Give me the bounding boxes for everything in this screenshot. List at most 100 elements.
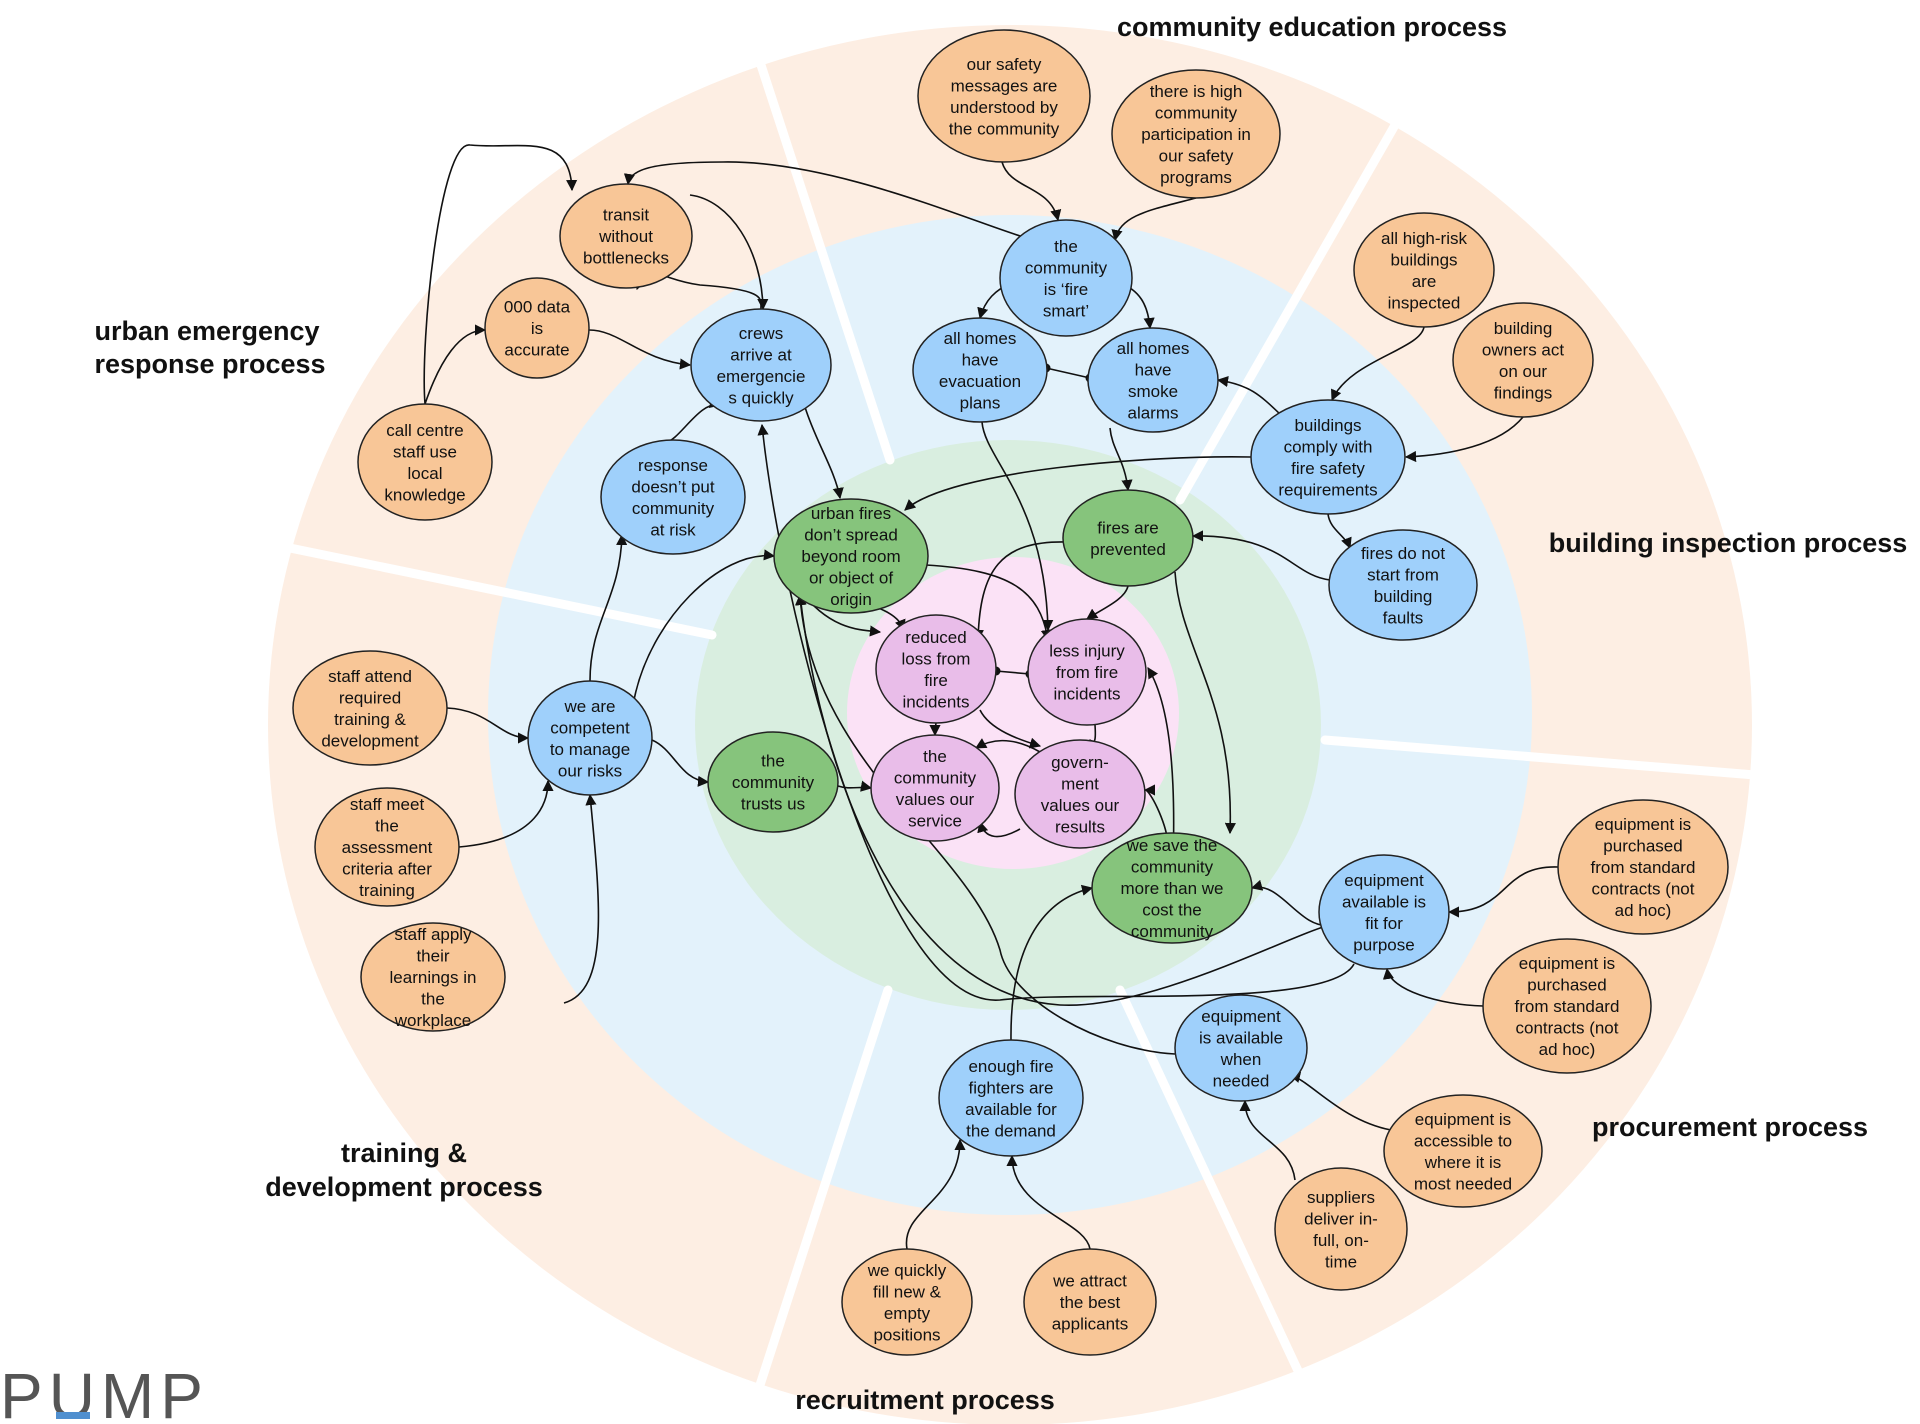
node-label-line: fill new & <box>873 1282 942 1301</box>
node-label-line: community <box>1025 258 1108 277</box>
node-label-line: requirements <box>1278 480 1377 499</box>
node-label-line: staff use <box>393 442 457 461</box>
node-label-line: community <box>1155 104 1238 123</box>
node-shape <box>1383 1094 1543 1208</box>
edge-arrow <box>1327 513 1352 550</box>
node-label-line: community <box>732 773 815 792</box>
node-shape <box>841 1248 973 1356</box>
node-label-line: bottlenecks <box>583 249 669 268</box>
process-label-community-education: community education process <box>1117 12 1507 42</box>
node-label-line: building <box>1374 587 1433 606</box>
node-label-line: training & <box>334 710 406 729</box>
node-label-line: s quickly <box>728 388 794 407</box>
node-label-line: criteria after <box>342 860 432 879</box>
node-label-line: ad hoc) <box>1615 901 1672 920</box>
node-label-line: purchased <box>1527 976 1606 995</box>
node-shape <box>1111 69 1281 199</box>
node-label-line: the community <box>949 119 1060 138</box>
node-shape <box>1353 212 1495 328</box>
node-label-line: service <box>908 811 962 830</box>
node-label-line: community <box>632 499 715 518</box>
node-shape <box>773 498 929 614</box>
node-label-line: our risks <box>558 761 622 780</box>
node-label-line: loss from <box>902 649 971 668</box>
node-label-line: the <box>421 990 445 1009</box>
node-label-line: evacuation <box>939 372 1021 391</box>
node-label-line: contracts (not <box>1592 880 1695 899</box>
process-labels: community education process urban emerge… <box>94 12 1907 1415</box>
process-label-training-line1: training & <box>341 1138 467 1168</box>
section-dividers <box>285 57 1760 1390</box>
node-label-line: comply with <box>1284 437 1373 456</box>
edge-arrow <box>588 329 692 370</box>
edge-arrow <box>1111 197 1197 242</box>
node-shape <box>527 680 653 796</box>
node-label-line: emergencie <box>717 367 806 386</box>
node-shape <box>999 219 1133 337</box>
node-shape <box>600 439 746 555</box>
edge-arrow <box>925 564 1052 642</box>
node-label-line: positions <box>873 1325 940 1344</box>
node-label-line: our safety <box>1159 147 1234 166</box>
process-label-urban-emergency-line2: response process <box>94 349 325 379</box>
process-label-training-line2: development process <box>265 1172 543 1202</box>
node-label-line: incidents <box>1053 685 1120 704</box>
process-label-recruitment: recruitment process <box>795 1385 1055 1415</box>
node-label-line: competent <box>550 718 630 737</box>
edge-arrow <box>1382 967 1484 1007</box>
node-label-line: from standard <box>1591 858 1696 877</box>
node-label-line: their <box>416 947 449 966</box>
node-label-line: we save the <box>1126 836 1218 855</box>
node-label-line: values our <box>1041 796 1120 815</box>
association-link <box>1045 367 1091 379</box>
node-shape <box>938 1039 1084 1157</box>
node-shape <box>1014 739 1146 849</box>
edge-arrow <box>904 456 1252 511</box>
node-label-line: community <box>1131 922 1214 941</box>
node-label-line: plans <box>960 393 1001 412</box>
node-shape <box>875 614 997 724</box>
node-label-line: knowledge <box>384 485 465 504</box>
node-label-line: ad hoc) <box>1539 1040 1596 1059</box>
association-link <box>995 670 1031 675</box>
node-shape <box>1274 1167 1408 1291</box>
node-label-line: response <box>638 456 708 475</box>
node-label-line: we quickly <box>867 1261 947 1280</box>
edge-arrow <box>972 541 1069 642</box>
node-label-line: smart’ <box>1043 301 1089 320</box>
node-label-line: are <box>1412 272 1437 291</box>
edge-arrow <box>1174 571 1236 835</box>
node-shape <box>1062 489 1194 587</box>
node-label-line: equipment is <box>1415 1110 1511 1129</box>
edge-arrow <box>1191 530 1331 581</box>
node-shape <box>1250 399 1406 515</box>
node-shape <box>690 308 832 422</box>
node-label-line: values our <box>896 790 975 809</box>
node-label-line: equipment is <box>1519 954 1615 973</box>
edge-arrow <box>424 324 487 405</box>
node-label-line: without <box>598 227 653 246</box>
node-label-line: required <box>339 688 401 707</box>
edge-arrow <box>1331 326 1425 402</box>
node-label-line: most needed <box>1414 1174 1512 1193</box>
node-label-line: 000 data <box>504 298 571 317</box>
node-label-line: more than we <box>1121 879 1224 898</box>
node-label-line: we attract <box>1052 1272 1127 1291</box>
edge-arrow <box>1239 1099 1296 1181</box>
node-label-line: understood by <box>950 98 1058 117</box>
node-label-line: deliver in- <box>1304 1209 1378 1228</box>
node-label-line: start from <box>1367 565 1439 584</box>
node-label-line: accurate <box>504 341 569 360</box>
